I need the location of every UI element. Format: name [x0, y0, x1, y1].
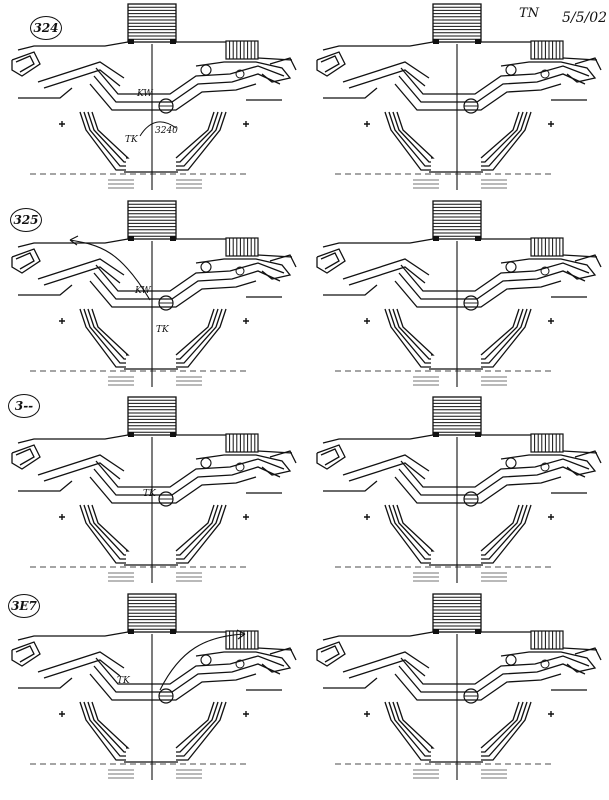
diagram-panel	[11, 200, 297, 387]
label-tk-4: TK	[117, 676, 130, 686]
label-kw-2: KW	[135, 286, 151, 296]
diagram-panel	[316, 593, 602, 780]
label-kw-1: KW	[137, 89, 153, 99]
diagram-panel	[11, 396, 297, 583]
diagram-panel	[316, 3, 602, 190]
diagram-panel	[11, 593, 297, 780]
scene-number-4: 3E7	[8, 594, 40, 618]
diagram-panel	[11, 3, 297, 190]
header-initials: TN	[519, 6, 540, 21]
label-tk-1: TK	[125, 135, 138, 145]
scene-number-2: 325	[10, 208, 42, 232]
scene-number-1: 324	[30, 16, 62, 40]
label-tk-2: TK	[156, 325, 169, 335]
diagram-panel	[316, 396, 602, 583]
diagram-panel	[316, 200, 602, 387]
label-tk-3: TK	[143, 489, 156, 499]
scene-number-3: 3--	[8, 394, 40, 418]
label-3240-1: 3240	[155, 126, 178, 136]
header-date: 5/5/02	[562, 10, 608, 26]
